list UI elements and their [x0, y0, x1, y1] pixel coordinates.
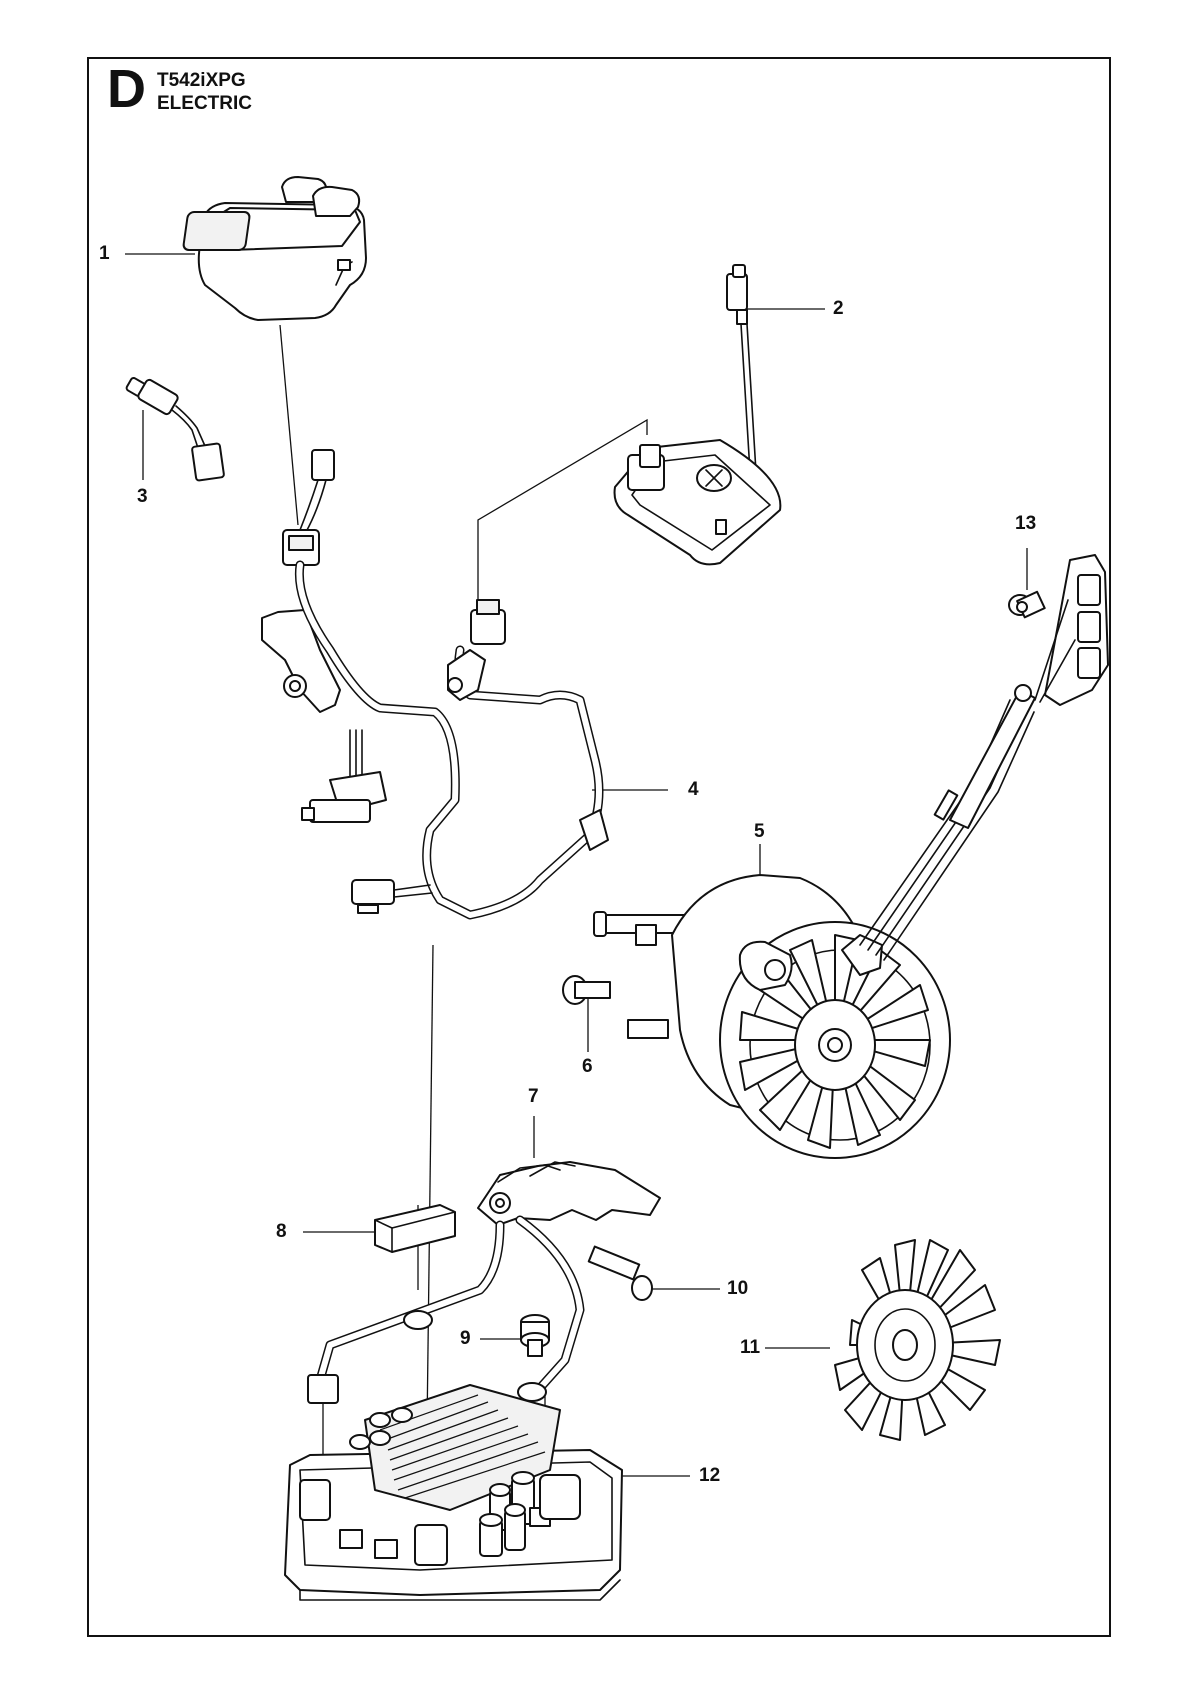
diagram-title: ELECTRIC: [157, 93, 252, 114]
callout-7: 7: [528, 1086, 539, 1107]
part-11-fan-wheel: [834, 1239, 1001, 1441]
part-3-connector-cable: [125, 377, 225, 482]
callout-11: 11: [740, 1337, 761, 1358]
callout-13: 13: [1015, 513, 1037, 534]
part-5-electric-motor: [593, 554, 1109, 1159]
capacitors: [349, 1407, 535, 1557]
diagram-frame: [87, 57, 1111, 1637]
part-4-wiring-harness: [261, 449, 609, 920]
part-2-sensor-cable: [613, 264, 782, 566]
part-8-pad: [374, 1204, 456, 1253]
callout-3: 3: [137, 486, 148, 507]
part-6-screw: [562, 975, 611, 1005]
part-10-screw: [587, 1245, 653, 1301]
callout-5: 5: [754, 821, 765, 842]
callout-1: 1: [99, 243, 110, 264]
part-9-screw: [520, 1314, 550, 1357]
part-1-control-panel: [182, 176, 367, 321]
callout-10: 10: [727, 1278, 749, 1299]
part-7-motor-bracket-cable: [307, 1161, 661, 1404]
part-13-screw: [1008, 590, 1046, 619]
callout-8: 8: [276, 1221, 287, 1242]
part-12-control-unit: [284, 1384, 623, 1601]
callout-9: 9: [460, 1328, 471, 1349]
callout-6: 6: [582, 1056, 593, 1077]
model-name: T542iXPG: [157, 70, 246, 91]
callout-12: 12: [699, 1465, 721, 1486]
callout-4: 4: [688, 779, 699, 800]
section-letter: D: [107, 59, 146, 119]
callout-2: 2: [833, 298, 844, 319]
